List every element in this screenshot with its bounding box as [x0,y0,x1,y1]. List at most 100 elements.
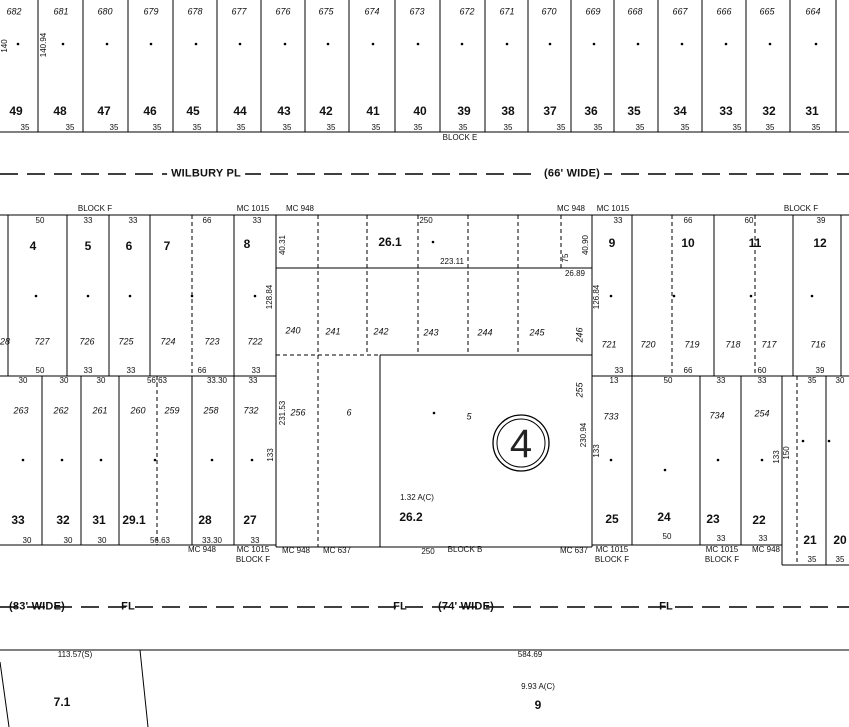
lot-centroid-dot [432,411,436,415]
frontage-dimension: 33 [716,376,726,385]
frontage-dimension: 250 [421,547,435,556]
map-book-reference: MC 1015 [595,545,629,554]
lot-number: 40 [413,104,427,118]
depth-dimension: 133 [772,450,781,464]
lot-centroid-dot [371,42,375,46]
map-book-reference: MC 948 [285,204,315,213]
center-parcel-lines [276,215,593,548]
frontage-dimension: 33 [83,216,93,225]
lot-centroid-dot [814,42,818,46]
lot-number: 33 [11,513,25,527]
lot-id: 672 [459,6,475,17]
lot-number: 35 [627,104,641,118]
flow-line-label: FL [121,600,135,613]
lot-number: 48 [53,104,67,118]
frontage-dimension: 50 [35,366,45,375]
frontage-dimension: 35 [152,123,162,132]
block-label: BLOCK B [447,545,483,554]
lot-id: 260 [130,405,146,416]
depth-dimension: 75 [561,253,570,263]
lot-number: 11 [748,236,762,250]
frontage-dimension: 30 [835,376,845,385]
frontage-dimension: 35 [593,123,603,132]
block-f-west-lot-lines [0,214,849,547]
lot-id: 674 [364,6,380,17]
lot-id: 680 [97,6,113,17]
frontage-dimension: 33 [83,366,93,375]
depth-dimension: 40.31 [278,234,287,256]
lot-number: 12 [813,236,827,250]
lot-centroid-dot [801,439,805,443]
block-label: BLOCK F [77,204,113,213]
frontage-dimension: 35 [458,123,468,132]
frontage-dimension: 33 [248,376,258,385]
lot-centroid-dot [34,294,38,298]
lot-number: 8 [243,237,251,251]
south-block-lines [0,649,849,727]
frontage-dimension: 35 [807,376,817,385]
lot-number: 36 [584,104,598,118]
lot-number: 6 [125,239,133,253]
frontage-dimension: 30 [63,536,73,545]
depth-dimension: 133 [592,444,601,458]
map-book-reference: MC 948 [751,545,781,554]
lot-id: 254 [754,408,770,419]
lot-id: 664 [805,6,821,17]
lot-id: 244 [477,327,493,338]
map-book-reference: MC 1015 [236,545,270,554]
frontage-dimension: 50 [662,532,672,541]
lot-centroid-dot [128,294,132,298]
lot-id: 732 [243,405,259,416]
map-book-reference: MC 637 [559,546,589,555]
lot-centroid-dot [190,294,194,298]
frontage-dimension: 33 [126,366,136,375]
lot-id: 671 [499,6,515,17]
frontage-dimension: 39 [815,366,825,375]
block-label: BLOCK E [442,133,478,142]
block-label: BLOCK F [783,204,819,213]
lot-number: 31 [805,104,819,118]
depth-dimension: 230.94 [579,422,588,448]
lot-number: 47 [97,104,111,118]
lot-number: 27 [243,513,257,527]
frontage-dimension: 35 [282,123,292,132]
lot-id: 726 [79,336,95,347]
depth-dimension: 140.94 [39,32,48,58]
line-dimension: 223.11 [440,257,464,266]
lot-centroid-dot [663,468,667,472]
lot-number: 5 [84,239,92,253]
lot-id: 261 [92,405,108,416]
lot-number: 31 [92,513,106,527]
frontage-dimension: 35 [192,123,202,132]
lot-number: 46 [143,104,157,118]
lot-id: 262 [53,405,69,416]
depth-dimension: 126.84 [592,284,601,310]
line-dimension: 26.89 [564,269,586,278]
lot-id: 681 [53,6,69,17]
frontage-dimension: 56.63 [146,376,168,385]
frontage-dimension: 33 [716,534,726,543]
lot-centroid-dot [253,294,257,298]
frontage-dimension: 35 [556,123,566,132]
lot-id: 670 [541,6,557,17]
lot-centroid-dot [86,294,90,298]
lot-number: 41 [366,104,380,118]
lot-centroid-dot [431,240,435,244]
depth-dimension: 231.53 [278,400,287,426]
lot-id: 725 [118,336,134,347]
frontage-dimension: 30 [97,536,107,545]
lot-id: 676 [275,6,291,17]
depth-dimension: 150 [782,446,791,460]
frontage-dimension: 66 [197,366,207,375]
frontage-dimension: 30 [96,376,106,385]
lot-id: 668 [627,6,643,17]
map-book-reference: MC 948 [281,546,311,555]
lot-id: 716 [810,339,826,350]
lot-id: 722 [247,336,263,347]
sheet-circle [492,414,550,472]
acreage: 9.93 A(C) [521,682,555,691]
map-book-reference: MC 948 [187,545,217,554]
lot-number: 21 [803,533,817,547]
frontage-dimension: 33 [252,216,262,225]
lot-id: 724 [160,336,176,347]
